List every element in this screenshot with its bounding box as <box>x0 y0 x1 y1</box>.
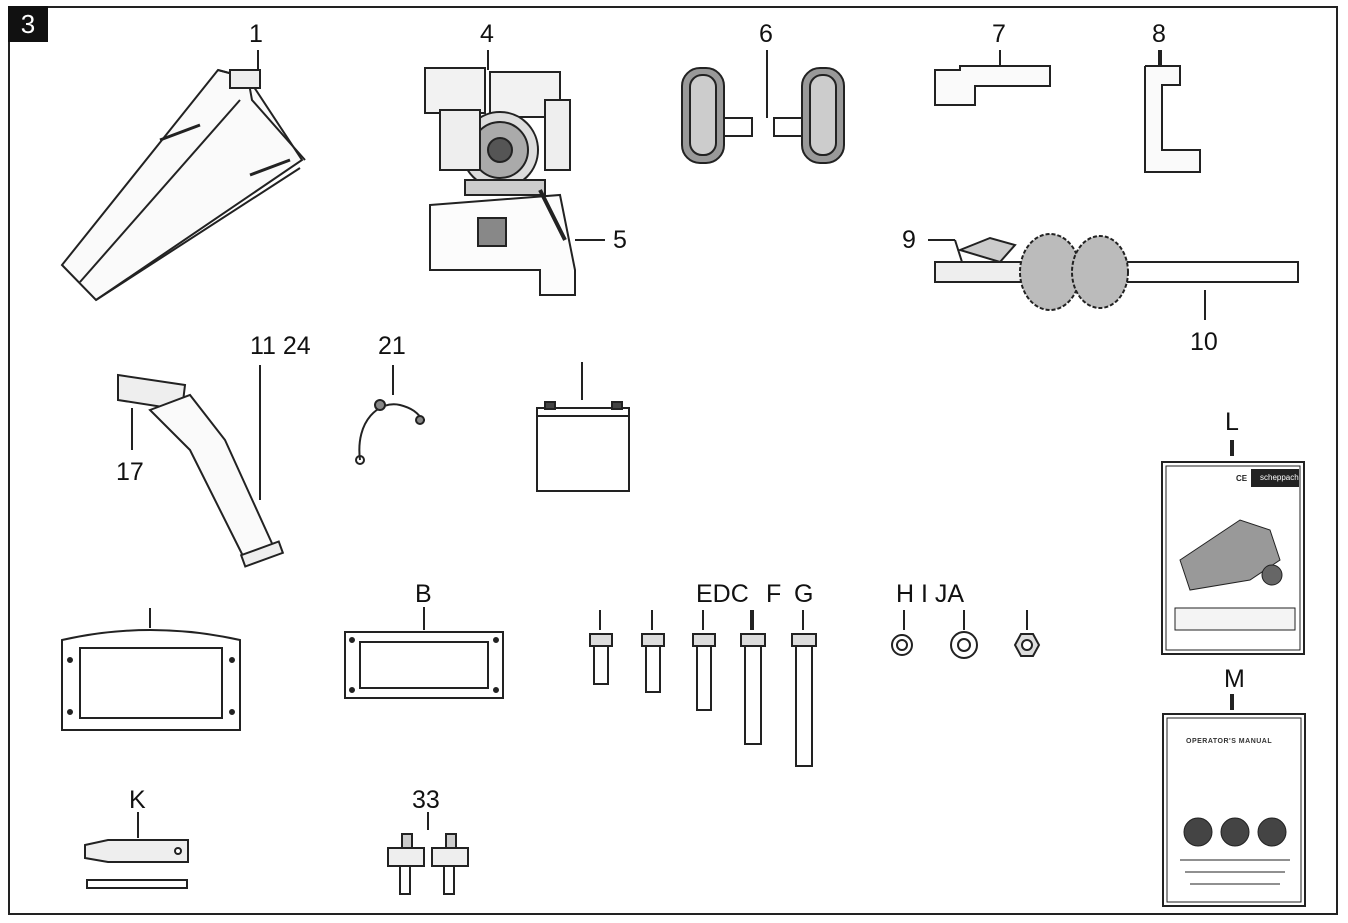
part-label-h-i-ja: H I JA <box>896 580 965 608</box>
part-label-9: 9 <box>902 226 916 254</box>
part-label-5: 5 <box>613 226 627 254</box>
manual-l-illustration <box>1161 440 1305 655</box>
part-label-10: 10 <box>1190 328 1218 356</box>
part-label-8: 8 <box>1152 20 1166 48</box>
part-label-17: 17 <box>116 458 144 486</box>
part-label-f: F <box>766 580 782 608</box>
part-wheels-illustration <box>681 50 845 164</box>
part-cable-illustration <box>355 365 426 465</box>
part-label-7: 7 <box>992 20 1006 48</box>
part-washers-nut-illustration <box>891 610 1041 659</box>
part-b-plate-illustration <box>344 607 504 699</box>
figure-number-badge: 3 <box>8 6 48 42</box>
figure-frame <box>8 6 1338 915</box>
part-hopper-illustration <box>60 50 306 302</box>
part-bolts-illustration <box>589 610 817 767</box>
part-battery-illustration <box>536 362 630 492</box>
part-label-1: 1 <box>249 20 263 48</box>
part-33-clamps-illustration <box>387 812 469 895</box>
part-engine-illustration <box>424 50 605 296</box>
part-bracket-7-illustration <box>934 50 1051 106</box>
part-chute-illustration <box>117 365 285 568</box>
part-label-k: K <box>129 786 146 814</box>
part-label-b: B <box>415 580 432 608</box>
part-label-33: 33 <box>412 786 440 814</box>
part-label-g: G <box>794 580 814 608</box>
part-label-edc: EDC <box>696 580 749 608</box>
part-label-4: 4 <box>480 20 494 48</box>
part-drawbar-illustration <box>928 233 1299 320</box>
manual-l-ce-mark: CE <box>1236 474 1248 483</box>
part-label-6: 6 <box>759 20 773 48</box>
part-bracket-8-illustration <box>1144 50 1201 173</box>
part-cover-frame-illustration <box>61 608 241 731</box>
part-k-tool-illustration <box>84 812 189 889</box>
manual-m-title: OPERATOR'S MANUAL <box>1186 738 1273 745</box>
part-label-l: L <box>1225 408 1239 436</box>
part-label-m: M <box>1224 665 1245 693</box>
part-label-11-24: 11 24 <box>250 332 311 360</box>
manual-m-illustration <box>1162 694 1306 907</box>
part-label-21: 21 <box>378 332 406 360</box>
manual-l-brand: scheppach <box>1260 473 1299 482</box>
